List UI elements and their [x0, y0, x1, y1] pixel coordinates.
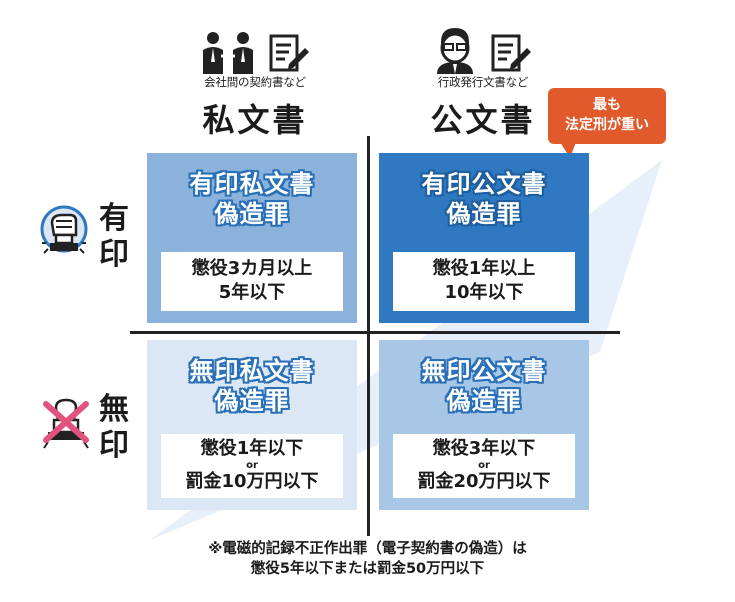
penalty-or: or	[478, 460, 490, 471]
cell-title: 無印私文書 偽造罪	[147, 356, 357, 416]
row-header-unsealed: 無 印	[96, 392, 132, 464]
crime-name: 有印私文書	[189, 170, 315, 198]
heaviest-penalty-callout: 最も 法定刑が重い	[548, 88, 666, 144]
callout-line: 最も	[593, 97, 621, 113]
official-person-icon	[437, 28, 474, 74]
crime-suffix: 偽造罪	[446, 200, 522, 228]
row-label: 印	[99, 237, 129, 272]
cell-unsealed-private: 無印私文書 偽造罪 懲役1年以下 or 罰金10万円以下	[147, 340, 357, 510]
penalty-box: 懲役1年以下 or 罰金10万円以下	[161, 434, 343, 498]
handshake-people-icon	[203, 32, 254, 74]
penalty-line: 10年以下	[444, 282, 524, 303]
footnote-line: 懲役5年以下または罰金50万円以下	[250, 561, 485, 577]
crime-name: 無印公文書	[421, 357, 547, 385]
callout-line: 法定刑が重い	[565, 117, 649, 133]
column-title: 私文書	[202, 101, 308, 139]
cell-sealed-private: 有印私文書 偽造罪 懲役3カ月以上 5年以下	[147, 153, 357, 323]
penalty-line: 懲役1年以下	[200, 438, 304, 459]
cell-title: 有印公文書 偽造罪	[379, 169, 589, 229]
crime-suffix: 偽造罪	[446, 387, 522, 415]
cell-title: 有印私文書 偽造罪	[147, 169, 357, 229]
column-header-private: 会社間の契約書など 私文書	[150, 30, 360, 138]
crime-name: 有印公文書	[421, 170, 547, 198]
crime-name: 無印私文書	[189, 357, 315, 385]
column-header-public: 行政発行文書など 公文書	[378, 26, 588, 138]
crime-suffix: 偽造罪	[214, 200, 290, 228]
row-label: 有	[99, 201, 129, 236]
row-label: 印	[99, 428, 129, 463]
document-pen-icon	[269, 34, 309, 72]
cell-sealed-public: 有印公文書 偽造罪 懲役1年以上 10年以下	[379, 153, 589, 323]
cell-unsealed-public: 無印公文書 偽造罪 懲役3年以下 or 罰金20万円以下	[379, 340, 589, 510]
penalty-line: 懲役1年以上	[432, 258, 536, 279]
stamp-icon	[40, 205, 88, 254]
footnote-line: ※電磁的記録不正作出罪（電子契約書の偽造）は	[208, 541, 527, 557]
penalty-line: 懲役3カ月以上	[191, 258, 313, 279]
row-header-sealed: 有 印	[96, 201, 132, 273]
cell-title: 無印公文書 偽造罪	[379, 356, 589, 416]
column-caption: 行政発行文書など	[437, 75, 529, 89]
penalty-box: 懲役3年以下 or 罰金20万円以下	[393, 434, 575, 498]
horizontal-axis	[130, 331, 620, 334]
vertical-axis	[367, 136, 370, 536]
row-label: 無	[99, 392, 129, 427]
crime-suffix: 偽造罪	[214, 387, 290, 415]
penalty-line: 5年以下	[218, 282, 286, 303]
document-pen-icon	[491, 34, 531, 72]
penalty-box: 懲役3カ月以上 5年以下	[161, 252, 343, 311]
penalty-line: 罰金20万円以下	[417, 471, 551, 492]
penalty-line: 懲役3年以下	[432, 438, 536, 459]
penalty-or: or	[246, 460, 258, 471]
penalty-box: 懲役1年以上 10年以下	[393, 252, 575, 311]
footnote: ※電磁的記録不正作出罪（電子契約書の偽造）は 懲役5年以下または罰金50万円以下	[0, 539, 735, 579]
column-caption: 会社間の契約書など	[204, 75, 306, 89]
column-title: 公文書	[430, 101, 536, 139]
crossed-stamp-icon	[43, 398, 89, 449]
penalty-line: 罰金10万円以下	[185, 471, 319, 492]
